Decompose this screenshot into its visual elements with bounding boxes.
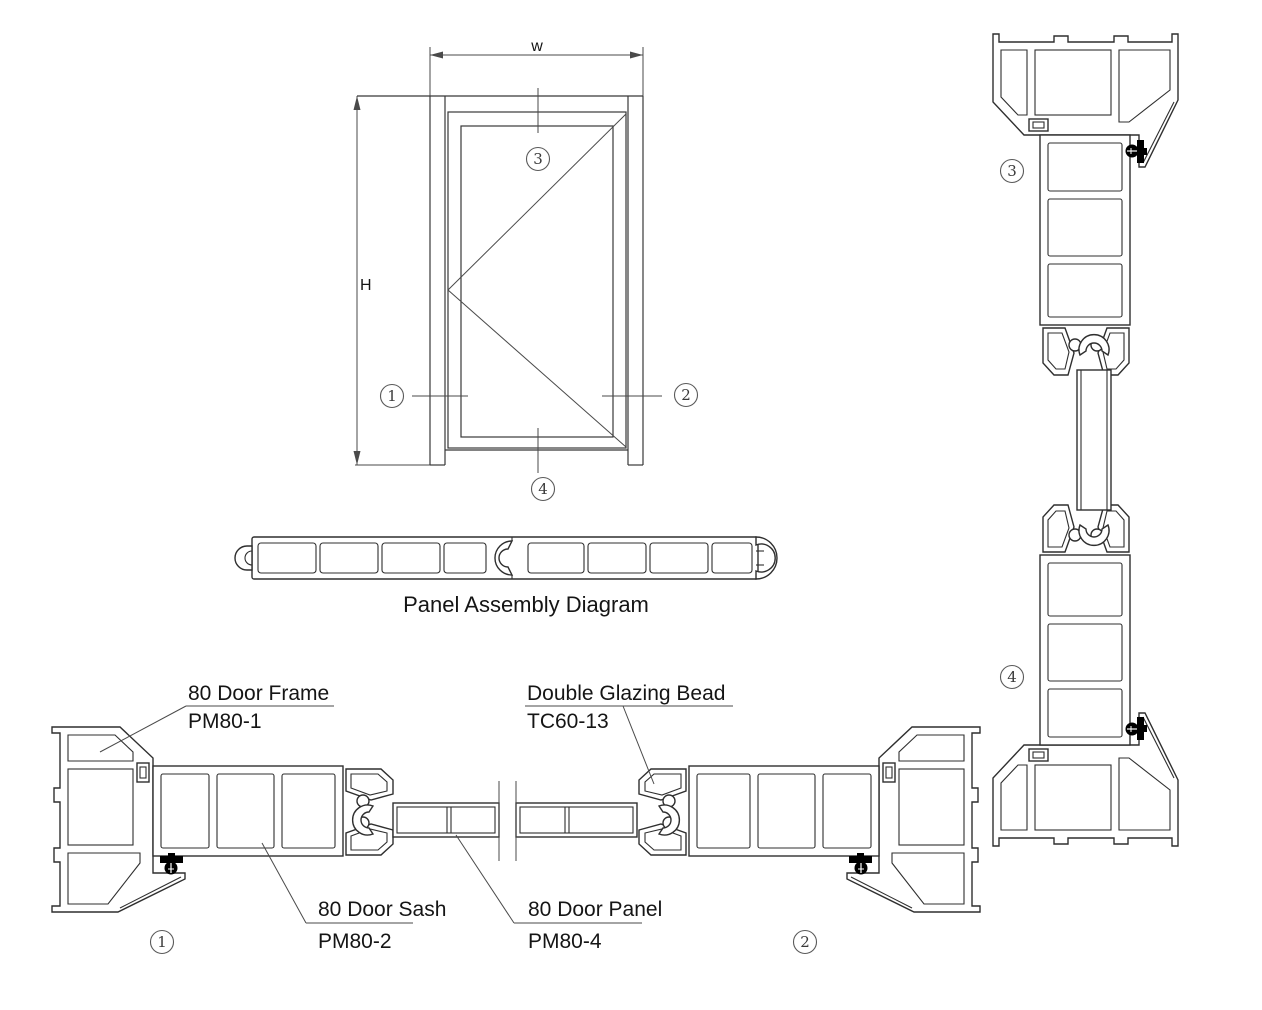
svg-text:PM80-2: PM80-2 — [318, 930, 392, 953]
sash-profile-top — [1039, 134, 1131, 326]
seal-gasket-left — [159, 852, 184, 876]
svg-text:2: 2 — [681, 386, 691, 404]
callout-door-frame: 80 Door Frame PM80-1 — [99, 682, 334, 753]
glazing-bead-right — [638, 768, 687, 856]
leader-glazing-bead — [622, 705, 655, 785]
leader-door-sash — [261, 842, 307, 924]
dimension-height: H — [353, 96, 445, 466]
sash-profile-bottom — [1039, 554, 1131, 746]
svg-text:2: 2 — [800, 933, 810, 951]
panel-assembly-diagram: Panel Assembly Diagram — [234, 536, 778, 617]
panel-right-socket — [755, 536, 778, 580]
svg-text:3: 3 — [1007, 162, 1017, 180]
horizontal-section: 80 Door Frame PM80-1 Double Glazing Bead… — [51, 682, 981, 955]
section-marker-4-elevation: 4 — [530, 428, 556, 502]
svg-text:3: 3 — [533, 150, 543, 168]
seal-gasket-right — [848, 852, 873, 876]
svg-text:4: 4 — [1007, 668, 1017, 686]
door-panel-section — [392, 781, 638, 861]
callout-door-sash: 80 Door Sash PM80-2 — [261, 842, 446, 953]
svg-text:4: 4 — [538, 480, 548, 498]
svg-text:80 Door Sash: 80 Door Sash — [318, 898, 446, 921]
panel-left-hook — [234, 545, 253, 571]
glazing-bead-top — [1042, 327, 1130, 376]
svg-text:PM80-1: PM80-1 — [188, 710, 262, 733]
glazing-bead-bottom — [1042, 504, 1130, 553]
leader-door-panel — [455, 834, 515, 924]
vertical-section: 3 4 — [992, 33, 1179, 847]
svg-text:1: 1 — [387, 387, 397, 405]
door-frame-outline — [357, 95, 644, 466]
svg-text:80 Door Panel: 80 Door Panel — [528, 898, 662, 921]
svg-text:Double Glazing Bead: Double Glazing Bead — [527, 682, 725, 705]
glazing-bead-left — [345, 768, 394, 856]
height-dimension-label: H — [360, 277, 372, 294]
door-panel-vertical — [1076, 369, 1112, 511]
door-elevation: w H — [353, 38, 699, 502]
leader-door-frame — [99, 705, 187, 753]
sash-profile-left — [152, 765, 344, 857]
callout-door-panel: 80 Door Panel PM80-4 — [455, 834, 662, 953]
svg-text:PM80-4: PM80-4 — [528, 930, 602, 953]
panel-assembly-title: Panel Assembly Diagram — [403, 592, 649, 617]
svg-text:80 Door Frame: 80 Door Frame — [188, 682, 329, 705]
section-marker-3: 3 — [999, 158, 1025, 184]
svg-text:1: 1 — [157, 933, 167, 951]
svg-text:TC60-13: TC60-13 — [527, 710, 609, 733]
sash-profile-right — [688, 765, 880, 857]
panel-mid-clasp — [494, 537, 514, 579]
section-marker-2: 2 — [792, 929, 818, 955]
width-dimension-label: w — [530, 38, 543, 55]
section-marker-1: 1 — [149, 929, 175, 955]
callout-glazing-bead: Double Glazing Bead TC60-13 — [525, 682, 733, 785]
door-sash-outline — [447, 111, 627, 449]
panel-cells — [257, 542, 753, 574]
section-marker-2-elevation: 2 — [602, 382, 699, 408]
section-marker-4: 4 — [999, 664, 1025, 690]
section-marker-3-elevation: 3 — [525, 88, 551, 172]
dimension-width: w — [429, 38, 644, 96]
section-marker-1-elevation: 1 — [379, 383, 468, 409]
